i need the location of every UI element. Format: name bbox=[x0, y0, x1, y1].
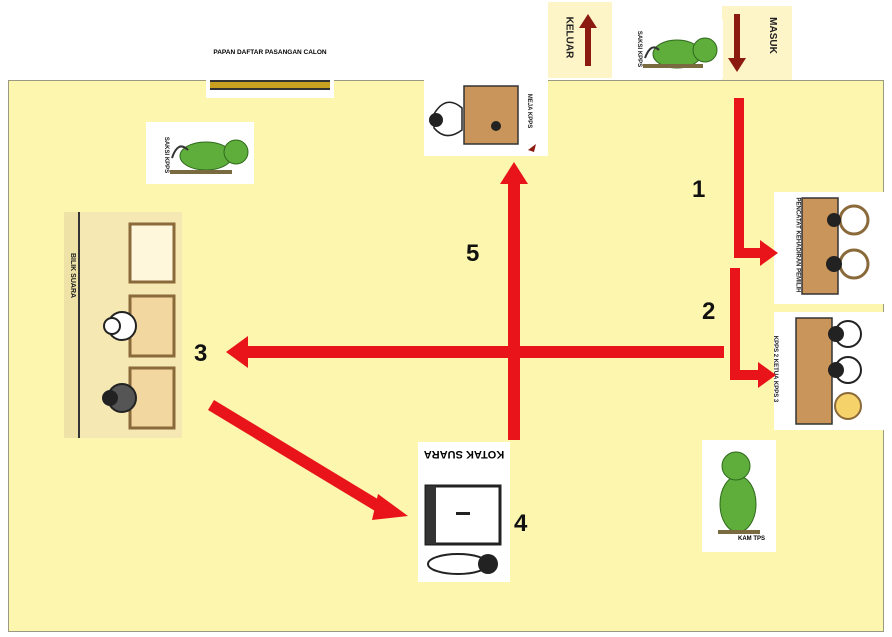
witness-near-door: SAKSI KPPS bbox=[615, 20, 723, 78]
booth-divider bbox=[64, 212, 80, 438]
step-2: 2 bbox=[702, 298, 716, 325]
ballot-box-drawing bbox=[424, 484, 502, 575]
exit-arrow-icon bbox=[585, 24, 591, 66]
arrow-enter-to-attendance bbox=[734, 98, 778, 266]
exit-arrow-head bbox=[579, 14, 597, 28]
security-label: KAM TPS bbox=[738, 536, 765, 542]
voting-booth: BILIK SUARA bbox=[64, 212, 182, 438]
arrow-booth-to-ballot-box bbox=[208, 400, 408, 520]
security-figure-icon bbox=[718, 451, 760, 534]
step-3: 3 bbox=[194, 340, 208, 367]
attendance-drawing bbox=[801, 197, 870, 295]
enter-arrow-head bbox=[728, 58, 746, 72]
witness-left-figure-icon bbox=[170, 139, 249, 174]
security-guard: KAM TPS bbox=[702, 440, 776, 552]
attendance-desk: PENCATAT KEHADIRAN PEMILIH bbox=[774, 192, 884, 304]
step-5: 5 bbox=[466, 240, 480, 267]
officer-table-drawing bbox=[429, 85, 536, 152]
board-bar bbox=[210, 80, 330, 90]
candidate-board: PAPAN DAFTAR PASANGAN CALON bbox=[206, 34, 334, 98]
entry-door: MASUK bbox=[722, 6, 792, 80]
enter-arrow-icon bbox=[734, 14, 740, 60]
arrow-ballot-to-officer bbox=[500, 162, 528, 440]
witness-figure-icon bbox=[643, 37, 718, 69]
kpps-desk: KPPS 2 KETUA KPPS 3 bbox=[772, 312, 884, 430]
witness-left: SAKSI KPPS bbox=[146, 122, 254, 184]
arrow-kpps-to-booth bbox=[226, 336, 724, 368]
kpps-drawing bbox=[795, 317, 862, 425]
candidate-board-label: PAPAN DAFTAR PASANGAN CALON bbox=[213, 49, 327, 56]
exit-door: KELUAR bbox=[548, 2, 612, 78]
booth-drawing bbox=[102, 222, 176, 430]
step-4: 4 bbox=[514, 510, 528, 537]
arrow-attendance-to-kpps bbox=[730, 268, 776, 388]
step-1: 1 bbox=[692, 176, 706, 203]
officer-table: MEJA KPPS bbox=[424, 80, 548, 156]
ballot-box-station: KOTAK SUARA bbox=[418, 442, 510, 582]
